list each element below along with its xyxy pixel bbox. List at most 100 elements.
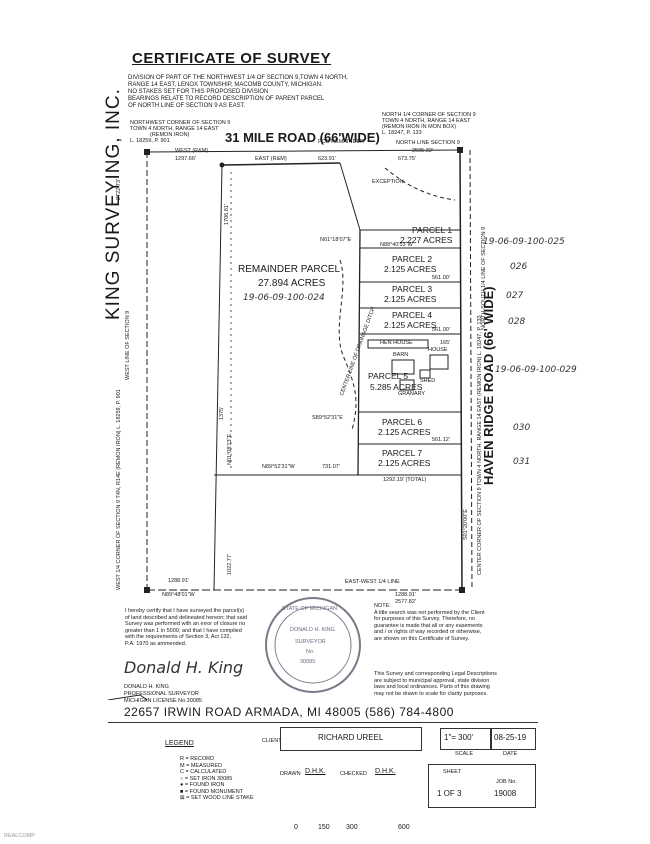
bearing-b6: N01°08'13"E [227,433,233,465]
checked-value: D.H.K. [375,768,396,775]
drawn-value: D.H.K. [305,768,326,775]
seal-state: STATE OF MICHIGAN [282,606,338,612]
parcel-5-acres: 5.285 ACRES [370,382,423,392]
job-label: JOB No. [496,779,517,785]
dim-1288a: 1288.91' [168,578,189,584]
description-line-3: NO STAKES SET FOR THIS PROPOSED DIVISION [128,89,269,95]
cert-line: with the requirements of Section 3, Act … [125,634,232,640]
parcel-7-acres: 2.125 ACRES [378,458,431,468]
label-barn: BARN [393,352,409,358]
scalebar-150: 150 [318,824,330,831]
sheet-value: 1 OF 3 [437,789,462,798]
parcel-1-tax-id: 19-06-09-100-025 [483,237,565,247]
parcel-3-name: PARCEL 3 [392,284,433,294]
parcel-1-name: PARCEL 1 [412,225,453,235]
legend-item: C = CALCULATED [180,769,227,775]
label-east-rm: EAST (R&M) [255,156,287,162]
legend-label: LEGEND [165,740,194,747]
label-west-rm: WEST (R&M) [175,148,209,154]
bearing-b2: N88°40'53"W [380,242,413,248]
n-quarter-note-4: L. 18247, P. 133 [382,130,422,136]
label-exception: EXCEPTION [372,179,404,185]
parcel-4-tax-id: 028 [508,317,526,327]
surveyor-seal [265,597,361,693]
page-title: CERTIFICATE OF SURVEY [132,50,332,67]
note-line: guarantee is made that all or any easeme… [374,622,483,629]
legend-item: ⊠ = SET WOOD LINE STAKE [180,795,254,801]
watermark: REALCOMP [4,833,35,839]
seal-no: No. [306,649,315,655]
dim-1706: 1706.81' [224,204,230,225]
legend-item: ● = FOUND IRON [180,782,225,788]
n-quarter-note-2: TOWN 4 NORTH, RANGE 14 EAST [382,118,471,124]
bearing-b5: N89°48'01"W [162,592,195,598]
label-west-line: WEST LINE OF SECTION 9 [125,310,131,380]
note-line: and / or rights of way recorded or other… [374,629,482,635]
n-quarter-note-3: (REMON IRON IN MON BOX) [382,124,456,130]
nw-corner-note-3: (REMON IRON) [150,132,190,138]
scale-cell [440,728,492,750]
dim-165: 165' [440,340,451,346]
description-line-5: OF NORTH LINE OF SECTION 9 AS EAST. [128,103,246,109]
cert-line: I hereby certify that I have surveyed th… [125,608,245,614]
description-line-4: BEARINGS RELATE TO RECORD DESCRIPTION OF… [128,96,325,102]
seal-name: DONALD H. KING [290,627,335,633]
parcel-2-tax-id: 026 [510,262,528,272]
company-address: 22657 IRWIN ROAD ARMADA, MI 48005 (586) … [124,705,454,719]
legend-item: ■ = FOUND MONUMENT [180,788,244,795]
job-value: 19008 [494,789,517,798]
signature: Donald H. King [124,658,244,677]
cert-line: Survey was performed with an error of cl… [125,621,246,627]
dim-731: 731.07' [322,464,340,470]
dim-673: 673.75' [398,156,416,162]
cert-line: of land described and delineated hereon;… [125,614,248,621]
dim-561-p2: 561.00' [432,275,450,281]
seal-title: SURVEYOR [295,639,326,645]
bearing-b1: N01°18'07"E [320,237,352,243]
surveyor-title: PROFESSIONAL SURVEYOR [124,691,199,697]
note-line: may not be drawn to scale for clarity pu… [374,690,488,697]
parcel-1-acres: 2.227 ACRES [400,235,453,245]
label-granary: GRANARY [398,391,426,397]
client-name: RICHARD UREEL [318,733,384,742]
certification-block: I hereby certify that I have surveyed th… [125,608,285,647]
dim-1375: 1375' [219,406,225,420]
label-pob-remainder: POB REMAINDER [318,139,365,145]
road-haven-ridge: HAVEN RIDGE ROAD (66' WIDE) [481,286,496,485]
remainder-acres: 27.894 ACRES [258,278,326,289]
parcel-4-acres: 2.125 ACRES [384,320,437,330]
sheet-label: SHEET [443,769,462,775]
date-cell [490,728,536,750]
remainder-tax-id: 19-06-09-100-024 [243,293,325,303]
dim-2722: 2722.73' [116,179,122,200]
dim-1297: 1297.66' [175,156,196,162]
client-box [280,727,422,751]
legend-list: R = RECORD M = MEASURED C = CALCULATED ○… [180,756,254,802]
scalebar-300: 300 [346,824,358,831]
seal-lic: 30085 [300,659,316,665]
note-line: laws and local ordinances. Parts of this… [374,684,490,690]
bearing-b3: S89°52'31"E [312,415,343,421]
legend-item: M = MEASURED [180,762,223,769]
note-line: are shown on this Certificate of Survey. [374,635,470,642]
surveyor-license: MICHIGAN LICENSE No.30085 [124,698,202,704]
note-line: for purposes of this Survey. Therefore, … [374,616,475,622]
checked-label: CHECKED [340,771,367,777]
legend-item: R = RECORD [180,756,215,762]
description-line-1: DIVISION OF PART OF THE NORTHWEST 1/4 OF… [128,75,348,81]
label-north-line: NORTH LINE SECTION 9 [396,140,460,146]
road-31-mile: 31 MILE ROAD (66'WIDE) [225,130,380,145]
title-search-note: NOTE: A title search was not performed b… [374,603,485,642]
parcel-4-name: PARCEL 4 [392,310,433,320]
parcel-3-tax-id: 027 [506,291,524,301]
date-value: 08-25-19 [494,733,527,742]
scale-value: 1"= 300' [444,733,474,742]
nw-corner-note-2: TOWN 4 NORTH, RANGE 14 EAST [130,126,219,132]
parcel-6-name: PARCEL 6 [382,417,423,427]
cert-line: P.A. 1970 as ammended. [125,640,187,647]
dim-1292: 1292.19' (TOTAL) [383,477,427,483]
client-label: CLIENT [262,738,282,744]
remainder-name: REMAINDER PARCEL [238,264,341,275]
scale-label: SCALE [455,751,474,757]
parcel-3-acres: 2.125 ACRES [384,294,437,304]
